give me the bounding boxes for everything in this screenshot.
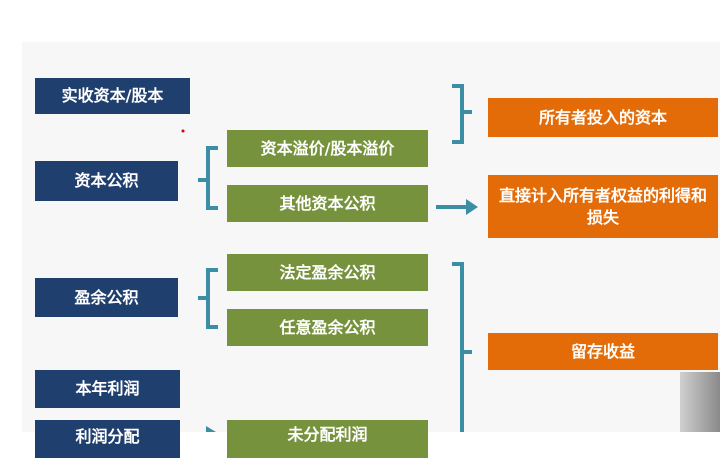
owner-contributed-capital-box: 所有者投入的资本: [488, 98, 718, 137]
pointer-dot: [181, 129, 185, 133]
capital-premium-box: 资本溢价/股本溢价: [227, 130, 428, 167]
screen-edge-shade: [680, 372, 720, 432]
capital-reserve-box: 资本公积: [35, 161, 178, 201]
left-brace-surplus-reserve: [198, 268, 218, 329]
current-year-profit-box: 本年利润: [35, 370, 180, 408]
surplus-reserve-box: 盈余公积: [35, 278, 178, 317]
retained-earnings-box: 留存收益: [488, 333, 718, 370]
left-brace-capital-reserve: [198, 146, 218, 210]
paid-in-capital-box: 实收资本/股本: [35, 78, 190, 114]
arrow-head-icon: [466, 199, 478, 215]
arrow-head-icon-bottom: [206, 426, 216, 432]
right-brace-retained: [452, 262, 472, 432]
connectors: [181, 84, 478, 432]
other-capital-reserve-box: 其他资本公积: [227, 185, 428, 222]
gains-losses-box: 直接计入所有者权益的利得和损失: [488, 175, 718, 238]
right-brace-top: [452, 84, 472, 144]
statutory-surplus-box: 法定盈余公积: [227, 254, 428, 291]
discretionary-surplus-box: 任意盈余公积: [227, 309, 428, 346]
